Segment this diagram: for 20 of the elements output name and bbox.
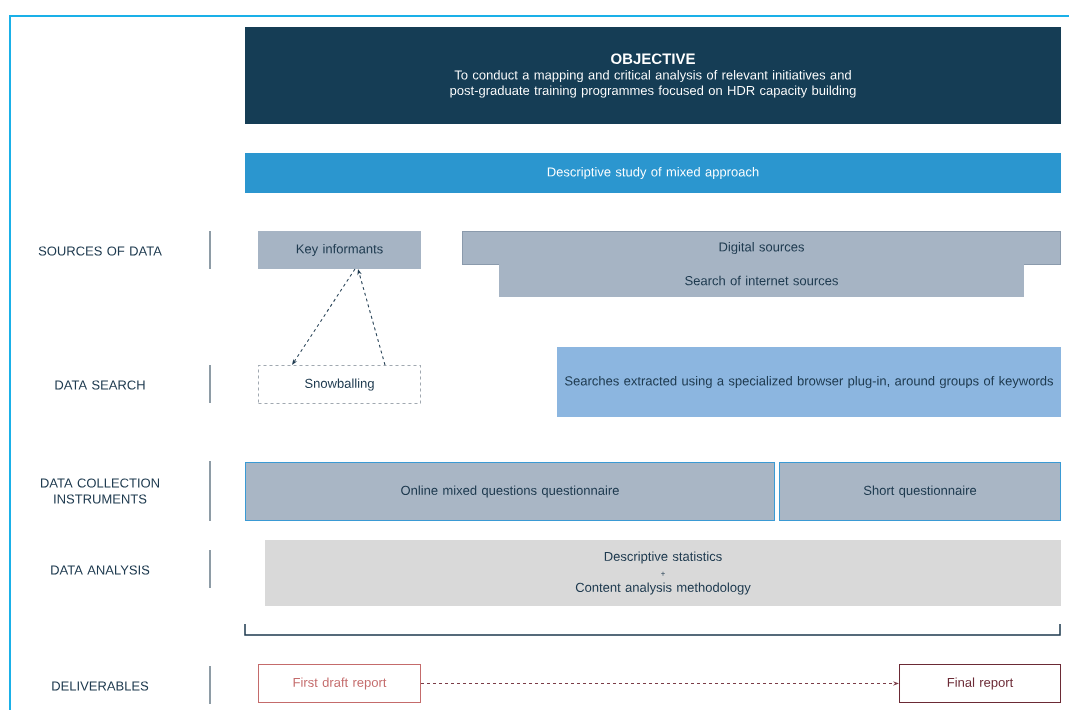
instrument-box: Short questionnaire xyxy=(779,462,1061,521)
analysis-box: Descriptive statistics + Content analysis methodology xyxy=(265,540,1061,606)
source-box: Search of internet sources xyxy=(499,264,1024,297)
instrument-box: Online mixed questions questionnaire xyxy=(245,462,775,521)
source-band: Digital sources xyxy=(462,231,1061,265)
arrow xyxy=(357,269,386,366)
row-label: SOURCES OF DATA xyxy=(38,246,162,256)
search-box: Snowballing xyxy=(258,365,421,404)
search-box: Searches extracted using a specialized browser plug-in, around groups of keywords xyxy=(557,347,1061,417)
row-label: DELIVERABLES xyxy=(52,681,149,691)
row-label: DATA COLLECTION INSTRUMENTS xyxy=(41,478,159,504)
deliverable-box: First draft report xyxy=(258,664,421,703)
row-label: DATA ANALYSIS xyxy=(51,565,150,575)
row-label: DATA SEARCH xyxy=(55,380,145,390)
method-band: Descriptive study of mixed approach xyxy=(245,153,1061,193)
arrow xyxy=(292,268,356,365)
arrow xyxy=(420,681,899,686)
objective-box: OBJECTIVE To conduct a mapping and critical analysis of relevant initiatives and post-graduate training programmes focused on HDR capacity building xyxy=(245,27,1061,124)
deliverable-box: Final report xyxy=(899,664,1061,703)
source-box: Key informants xyxy=(258,231,421,269)
